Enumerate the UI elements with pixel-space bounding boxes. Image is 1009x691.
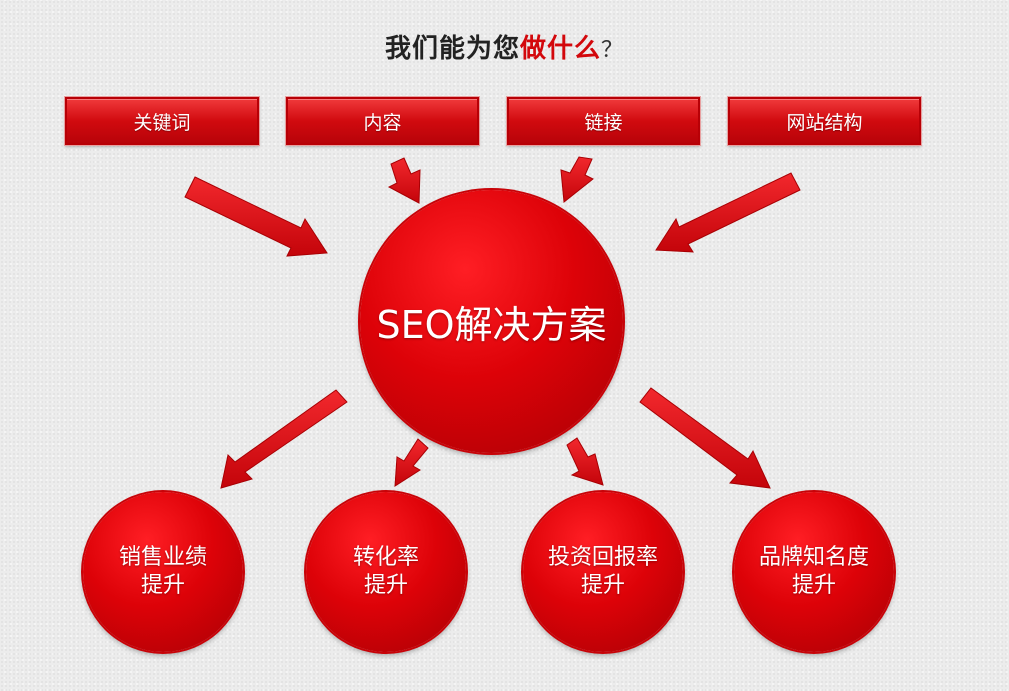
- outcome-circle-roi: 投资回报率 提升: [523, 492, 683, 652]
- input-box-links: 链接: [506, 96, 701, 146]
- arrow-keywords-to-center: [184, 176, 328, 257]
- center-circle-label: SEO解决方案: [376, 303, 607, 347]
- outcome-line1: 销售业绩: [118, 545, 207, 570]
- outcome-circle-sales: 销售业绩 提升: [83, 492, 243, 652]
- input-box-label: 网站结构: [786, 111, 863, 134]
- input-box-label: 链接: [584, 111, 623, 134]
- input-box-label: 内容: [363, 111, 402, 134]
- arrow-center-to-roi: [566, 437, 604, 486]
- arrow-structure-to-center: [655, 172, 801, 253]
- arrow-center-to-sales: [220, 389, 348, 489]
- input-box-keywords: 关键词: [64, 96, 260, 146]
- outcome-line2: 提升: [140, 573, 185, 598]
- outcome-line1: 品牌知名度: [758, 545, 869, 570]
- title-highlight: 做什么: [519, 34, 601, 64]
- title-suffix: ？: [601, 38, 625, 63]
- input-box-content: 内容: [285, 96, 480, 146]
- arrow-content-to-center: [387, 157, 421, 204]
- input-box-site-structure: 网站结构: [727, 96, 922, 146]
- title-prefix: 我们能为您: [384, 34, 520, 64]
- arrow-links-to-center: [560, 156, 594, 203]
- page-title: 我们能为您做什么？: [0, 28, 1009, 65]
- arrow-center-to-brand: [639, 387, 771, 489]
- outcome-line2: 提升: [791, 573, 836, 598]
- outcome-circle-conversion: 转化率 提升: [306, 492, 466, 652]
- outcome-line2: 提升: [363, 573, 408, 598]
- outcome-line2: 提升: [580, 573, 625, 598]
- center-circle-seo-solution: SEO解决方案: [360, 190, 623, 453]
- arrow-center-to-conversion: [394, 438, 429, 487]
- outcome-line1: 转化率: [352, 545, 419, 570]
- input-box-label: 关键词: [133, 111, 191, 134]
- outcome-line1: 投资回报率: [547, 545, 658, 570]
- outcome-circle-brand: 品牌知名度 提升: [734, 492, 894, 652]
